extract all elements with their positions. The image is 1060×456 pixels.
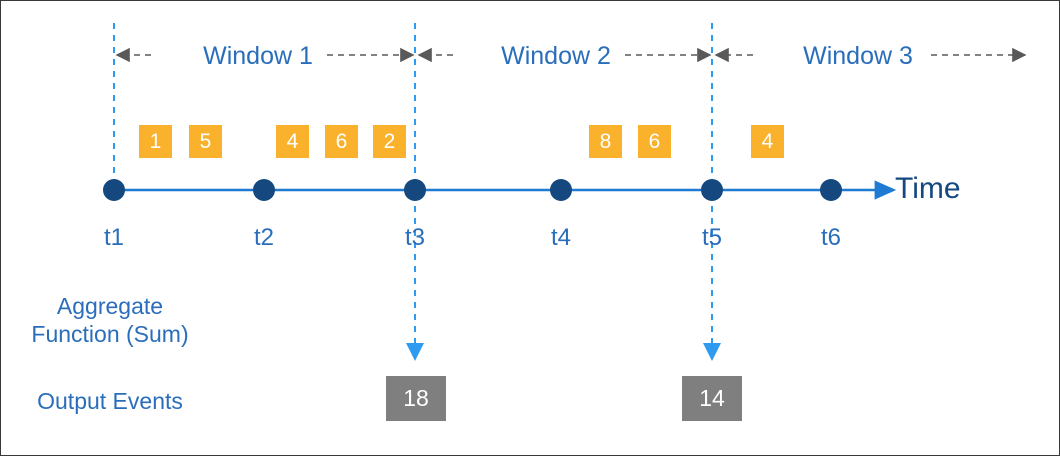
output-chip: 18 [386, 376, 446, 421]
timeline-dot-t1 [103, 179, 125, 201]
output-chip: 14 [682, 376, 742, 421]
tick-label-t3: t3 [404, 224, 425, 251]
event-chip: 4 [276, 125, 309, 158]
timeline-dot-t6 [820, 179, 842, 201]
tick-label-t2: t2 [253, 224, 274, 251]
event-chip: 1 [139, 125, 172, 158]
timeline-dot-t2 [253, 179, 275, 201]
tick-label-t6: t6 [820, 224, 841, 251]
output-events-label: Output Events [37, 388, 183, 414]
timeline-dot-t5 [701, 179, 723, 201]
aggregate-function-label: Aggregate Function (Sum) [31, 293, 189, 347]
timeline-dot-t3 [404, 179, 426, 201]
event-chip: 6 [325, 125, 358, 158]
tick-label-t1: t1 [103, 224, 124, 251]
window-label-2: Window 2 [501, 42, 611, 70]
window-label-3: Window 3 [803, 42, 913, 70]
event-chip: 4 [751, 125, 784, 158]
event-chip: 2 [373, 125, 406, 158]
tick-label-t4: t4 [550, 224, 571, 251]
window-label-1: Window 1 [203, 42, 313, 70]
tick-label-t5: t5 [701, 224, 722, 251]
event-chip: 6 [638, 125, 671, 158]
event-chip: 5 [189, 125, 222, 158]
event-chip: 8 [589, 125, 622, 158]
timeline-dot-t4 [550, 179, 572, 201]
time-axis-label: Time [895, 172, 961, 205]
